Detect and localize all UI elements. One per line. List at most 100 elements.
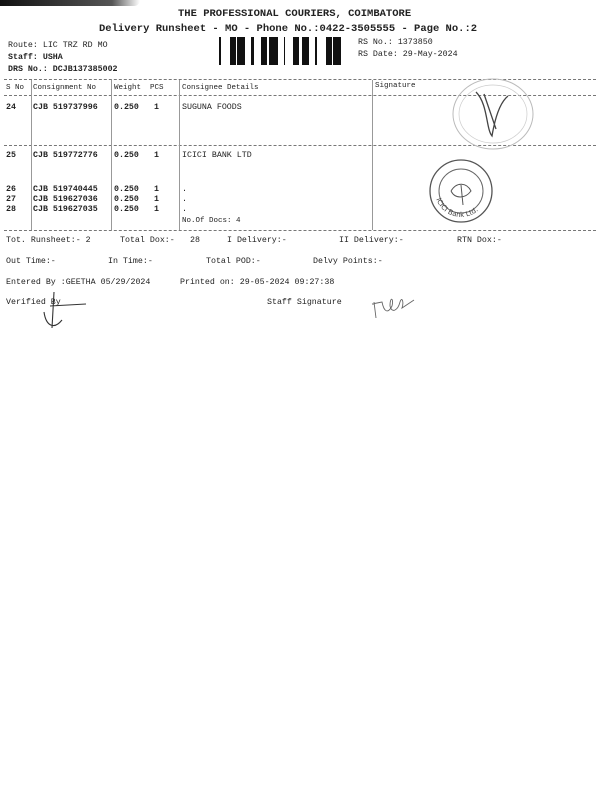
column-divider [111,80,112,230]
barcode-bar [339,37,341,65]
barcode-bar [302,37,303,65]
printed-on: Printed on: 29-05-2024 09:27:38 [180,278,335,287]
barcode-bar [243,37,245,65]
barcode-bar [269,37,272,65]
divider [4,145,596,146]
scan-edge-shadow [0,0,140,6]
verifier-signature [43,291,87,329]
barcode-bar [230,37,231,65]
out-time: Out Time:- [6,257,56,266]
barcode-bar [233,37,236,65]
company-title: THE PROFESSIONAL COURIERS, COIMBATORE [178,8,412,20]
barcode-bar [338,37,339,65]
barcode-bar [251,37,254,65]
col-signature: Signature [375,82,416,90]
total-dox-value: 28 [190,236,200,245]
col-weight: Weight [114,84,142,92]
barcode-bar [237,37,239,65]
ii-delivery: II Delivery:- [339,236,404,245]
in-time: In Time:- [108,257,153,266]
row-consignee: . [182,195,187,204]
svg-text:ICICI Bank Ltd.: ICICI Bank Ltd. [434,197,479,219]
row-weight: 0.250 [114,185,139,194]
col-consignee: Consignee Details [182,84,259,92]
runsheet-subtitle: Delivery Runsheet - MO - Phone No.:0422-… [99,23,478,35]
barcode-bar [293,37,296,65]
rtn-dox: RTN Dox:- [457,236,502,245]
row-pcs: 1 [154,103,159,112]
row-sno: 27 [6,195,16,204]
route: Route: LIC TRZ RD MO [8,41,108,50]
row-consignee: . [182,185,187,194]
staff-signature [371,298,415,319]
barcode-bar [297,37,299,65]
row-weight: 0.250 [114,103,139,112]
row-consignee: SUGUNA FOODS [182,103,242,112]
barcode-bar [296,37,297,65]
divider [4,95,596,96]
col-pcs: PCS [150,84,164,92]
barcode-bar [272,37,273,65]
row-sno: 28 [6,205,16,214]
barcode-bar [308,37,309,65]
row-weight: 0.250 [114,205,139,214]
divider [4,230,596,231]
staff-signature-label: Staff Signature [267,298,342,307]
barcode-bar [329,37,332,65]
row-consignee: ICICI BANK LTD [182,151,252,160]
row-pcs: 1 [154,195,159,204]
barcode-bar [335,37,338,65]
barcode-bar [261,37,263,65]
row-sno: 24 [6,103,16,112]
row-pcs: 1 [154,151,159,160]
total-dox-label: Total Dox:- [120,236,175,245]
row-weight: 0.250 [114,195,139,204]
barcode-bar [305,37,308,65]
row-consignment-no: CJB 519627035 [33,205,98,214]
barcode-bar [275,37,278,65]
bank-stamp: ICICI Bank Ltd. [429,159,493,223]
consignee-stamp [452,78,534,150]
delvy-points: Delvy Points:- [313,257,383,266]
barcode [219,37,341,65]
row-pcs: 1 [154,205,159,214]
row-weight: 0.250 [114,151,139,160]
barcode-bar [315,37,317,65]
entered-by: Entered By :GEETHA 05/29/2024 [6,278,151,287]
row-consignment-no: CJB 519772776 [33,151,98,160]
verified-by: Verified By [6,298,61,307]
row-consignment-no: CJB 519740445 [33,185,98,194]
row-consignment-no: CJB 519627036 [33,195,98,204]
row-consignee: . [182,205,187,214]
tot-runsheet: Tot. Runsheet:- 2 [6,236,91,245]
barcode-bar [231,37,233,65]
divider [4,79,596,80]
column-divider [372,80,373,230]
doc-count: No.Of Docs: 4 [182,217,241,225]
column-divider [31,80,32,230]
row-pcs: 1 [154,185,159,194]
total-pod: Total POD:- [206,257,261,266]
row-consignment-no: CJB 519737996 [33,103,98,112]
barcode-bar [266,37,267,65]
row-sno: 26 [6,185,16,194]
barcode-bar [327,37,329,65]
barcode-bar [333,37,335,65]
column-divider [179,80,180,230]
barcode-bar [303,37,305,65]
col-consignment: Consignment No [33,84,97,92]
barcode-bar [326,37,327,65]
barcode-bar [284,37,285,65]
barcode-bar [242,37,243,65]
barcode-bar [273,37,275,65]
drs-number: DRS No.: DCJB137385002 [8,65,118,74]
barcode-bar [219,37,221,65]
col-sno: S No [6,84,25,92]
rs-date: RS Date: 29-May-2024 [358,50,458,59]
staff: Staff: USHA [8,53,63,62]
rs-number: RS No.: 1373850 [358,38,433,47]
barcode-bar [263,37,266,65]
i-delivery: I Delivery:- [227,236,287,245]
row-sno: 25 [6,151,16,160]
barcode-bar [239,37,242,65]
